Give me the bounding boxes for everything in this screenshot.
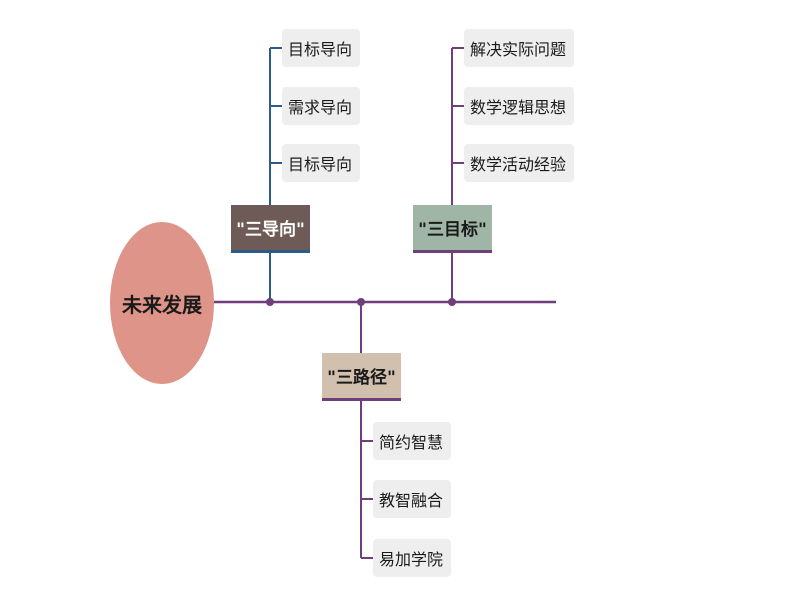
leaf-node[interactable]: 目标导向 [282,144,361,182]
root-node[interactable]: 未来发展 [110,222,214,384]
leaf-node[interactable]: 目标导向 [282,29,361,67]
branch2-joint-dot [448,298,456,306]
leaf-node[interactable]: 易加学院 [373,539,452,577]
branch-node-2[interactable]: "三目标" [413,205,492,253]
branch1-joint-dot [266,298,274,306]
leaf-node[interactable]: 需求导向 [282,87,361,125]
leaf-node[interactable]: 简约智慧 [373,422,452,460]
leaf-node[interactable]: 解决实际问题 [464,29,575,67]
leaf-node[interactable]: 数学逻辑思想 [464,87,575,125]
branch-node-1[interactable]: "三导向" [231,205,310,253]
branch3-joint-dot [357,298,365,306]
leaf-node[interactable]: 教智融合 [373,480,452,518]
branch-node-3[interactable]: "三路径" [322,353,401,401]
leaf-node[interactable]: 数学活动经验 [464,144,575,182]
